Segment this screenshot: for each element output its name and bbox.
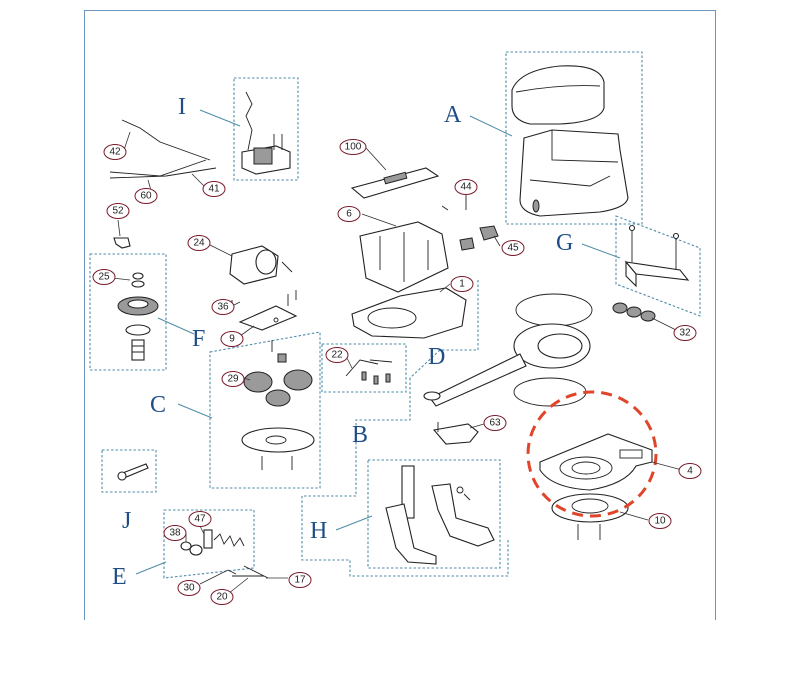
callout-9: 9 bbox=[220, 331, 244, 347]
svg-text:47: 47 bbox=[194, 514, 206, 525]
svg-text:29: 29 bbox=[227, 374, 239, 385]
svg-text:1: 1 bbox=[459, 279, 465, 290]
part-100-control-board[interactable] bbox=[350, 167, 440, 199]
part-44-screw[interactable] bbox=[441, 196, 467, 211]
part-6-motor-frame[interactable] bbox=[359, 221, 449, 293]
callout-30: 30 bbox=[177, 580, 201, 596]
callout-4: 4 bbox=[678, 463, 702, 479]
callout-20: 20 bbox=[210, 589, 234, 605]
group-i-relay[interactable] bbox=[233, 77, 299, 181]
svg-text:60: 60 bbox=[140, 191, 152, 202]
part-22-pins[interactable] bbox=[321, 343, 407, 393]
group-label-c: C bbox=[150, 392, 166, 418]
part-9-plate[interactable] bbox=[231, 290, 298, 331]
callout-36: 36 bbox=[211, 299, 235, 315]
group-c-gears[interactable] bbox=[209, 331, 321, 489]
part-rods-42-60-41[interactable] bbox=[109, 119, 217, 179]
svg-text:4: 4 bbox=[687, 466, 693, 477]
group-e-spring[interactable] bbox=[163, 509, 255, 579]
group-label-j: J bbox=[122, 508, 131, 534]
callout-6: 6 bbox=[337, 206, 361, 222]
group-label-b: B bbox=[352, 422, 368, 448]
callout-24: 24 bbox=[187, 235, 211, 251]
group-d-arm-rings[interactable] bbox=[409, 280, 593, 407]
highlight-circle bbox=[526, 390, 658, 518]
callout-32: 32 bbox=[673, 325, 697, 341]
svg-text:24: 24 bbox=[193, 238, 205, 249]
callout-22: 22 bbox=[325, 347, 349, 363]
svg-text:100: 100 bbox=[345, 142, 362, 153]
group-label-d: D bbox=[428, 344, 445, 370]
group-g-bracket[interactable] bbox=[615, 215, 701, 317]
svg-text:17: 17 bbox=[294, 575, 306, 586]
svg-text:6: 6 bbox=[346, 209, 352, 220]
part-45-block[interactable] bbox=[459, 225, 499, 251]
callout-52: 52 bbox=[106, 203, 130, 219]
callout-29: 29 bbox=[221, 371, 245, 387]
group-a-cover-housing[interactable] bbox=[505, 51, 643, 225]
callout-100: 100 bbox=[339, 139, 367, 155]
part-4-dial-plate[interactable] bbox=[539, 433, 653, 491]
callout-25: 25 bbox=[92, 269, 116, 285]
svg-text:44: 44 bbox=[460, 182, 472, 193]
group-label-h: H bbox=[310, 518, 327, 544]
group-j-key[interactable] bbox=[101, 449, 157, 493]
part-63-cam[interactable] bbox=[432, 422, 479, 445]
svg-text:10: 10 bbox=[654, 516, 666, 527]
part-32-washers[interactable] bbox=[612, 302, 656, 322]
svg-text:20: 20 bbox=[216, 592, 228, 603]
svg-text:30: 30 bbox=[183, 583, 195, 594]
callout-47: 47 bbox=[188, 511, 212, 527]
group-label-i: I bbox=[178, 94, 186, 120]
svg-text:45: 45 bbox=[507, 243, 519, 254]
group-label-a: A bbox=[444, 102, 462, 128]
svg-text:25: 25 bbox=[98, 272, 110, 283]
group-h-limit-arm[interactable] bbox=[367, 459, 501, 569]
callout-17: 17 bbox=[288, 572, 312, 588]
svg-text:22: 22 bbox=[331, 350, 343, 361]
svg-text:41: 41 bbox=[208, 184, 220, 195]
group-label-f: F bbox=[192, 326, 205, 352]
callout-45: 45 bbox=[501, 240, 525, 256]
callout-41: 41 bbox=[202, 181, 226, 197]
callout-44: 44 bbox=[454, 179, 478, 195]
part-pins-17-20-30[interactable] bbox=[227, 565, 269, 579]
svg-text:63: 63 bbox=[489, 418, 501, 429]
part-1-base[interactable] bbox=[351, 287, 467, 339]
callout-63: 63 bbox=[483, 415, 507, 431]
svg-text:32: 32 bbox=[679, 328, 691, 339]
callout-38: 38 bbox=[163, 525, 187, 541]
svg-text:52: 52 bbox=[112, 206, 124, 217]
group-label-e: E bbox=[112, 564, 127, 590]
callout-10: 10 bbox=[648, 513, 672, 529]
callout-1: 1 bbox=[450, 276, 474, 292]
part-24-motor[interactable] bbox=[229, 245, 293, 285]
callout-60: 60 bbox=[134, 188, 158, 204]
group-f-gear-stack[interactable] bbox=[89, 253, 167, 371]
svg-text:36: 36 bbox=[217, 302, 229, 313]
callout-42: 42 bbox=[103, 144, 127, 160]
svg-text:9: 9 bbox=[229, 334, 235, 345]
svg-text:42: 42 bbox=[109, 147, 121, 158]
diagram-frame bbox=[84, 10, 716, 620]
part-52-clip[interactable] bbox=[113, 237, 131, 249]
group-label-g: G bbox=[556, 230, 573, 256]
svg-text:38: 38 bbox=[169, 528, 181, 539]
